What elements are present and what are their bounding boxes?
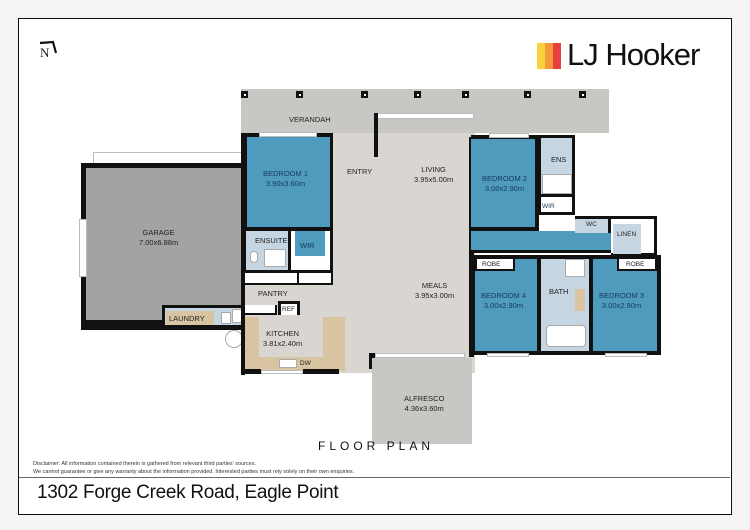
label-ens: ENS (551, 155, 567, 164)
label-verandah: VERANDAH (289, 115, 331, 124)
label-laundry: LAUNDRY (169, 314, 205, 323)
label-wir-2: WIR (542, 203, 555, 210)
label-robe-3: ROBE (626, 261, 645, 268)
label-ref: REF (282, 306, 295, 313)
label-robe-4: ROBE (482, 261, 501, 268)
room-bedroom-4 (471, 255, 541, 355)
brand-logo: LJ Hooker (537, 33, 723, 72)
room-garage (81, 163, 247, 325)
label-wir-1: WIR (300, 241, 315, 250)
disclaimer: Disclaimer: All information contained th… (33, 461, 355, 475)
brand-name: LJ Hooker (567, 37, 700, 72)
room-pantry (245, 285, 301, 305)
label-pantry: PANTRY (258, 289, 288, 298)
north-arrow-icon: N (37, 39, 59, 61)
floor-plan-title: FLOOR PLAN (317, 439, 435, 453)
room-alfresco (372, 358, 472, 444)
room-robe-3 (617, 259, 657, 271)
label-linen: LINEN (617, 231, 637, 238)
label-dw: DW (300, 360, 311, 367)
room-hallway (471, 231, 629, 253)
room-bedroom-1 (243, 133, 333, 231)
label-ensuite: ENSUITE (255, 236, 288, 245)
room-robe-4 (475, 259, 515, 271)
room-bedroom-2 (471, 135, 539, 231)
property-address: 1302 Forge Creek Road, Eagle Point (37, 482, 339, 503)
north-label: N (40, 45, 50, 60)
footer-divider (19, 477, 730, 478)
label-wc: WC (586, 221, 597, 228)
label-entry: ENTRY (347, 167, 373, 176)
label-bath: BATH (549, 287, 569, 296)
room-linen (613, 224, 641, 254)
room-ref (278, 301, 300, 315)
room-wc (575, 216, 611, 233)
brand-bars-icon (537, 43, 561, 69)
